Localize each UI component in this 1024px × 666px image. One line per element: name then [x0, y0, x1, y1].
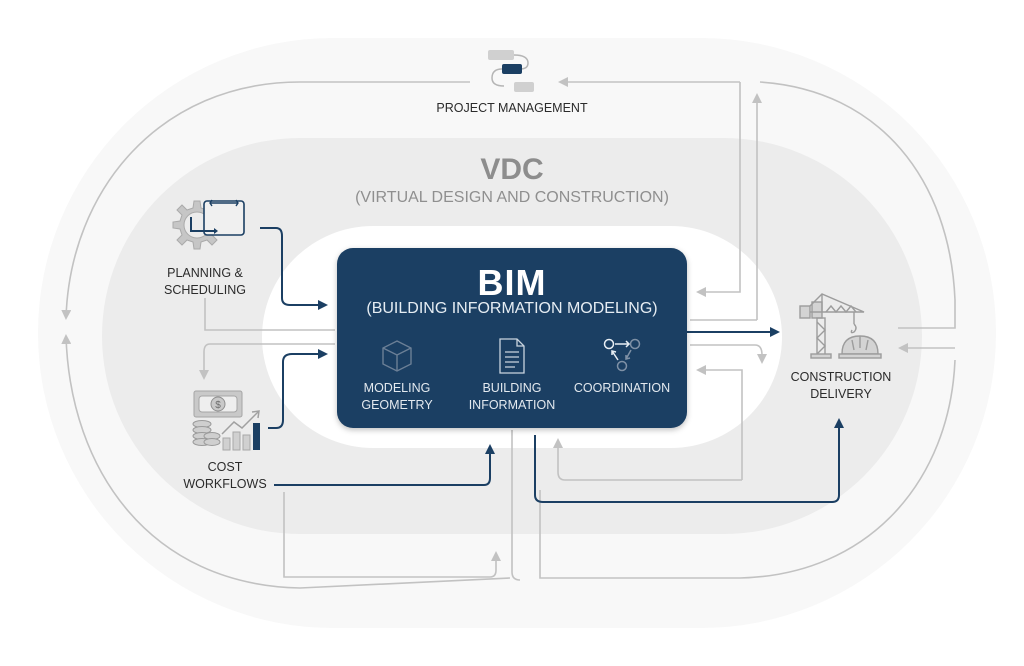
bim-bottom-down: [511, 430, 521, 581]
modeling-geometry-line2: GEOMETRY: [361, 398, 433, 412]
cost-to-bim-arrow: [268, 349, 328, 429]
document-icon: [457, 336, 567, 376]
cost-workflows-to-bim-arrow: [274, 444, 495, 486]
bim-item-coordination: COORDINATION: [567, 336, 677, 397]
modeling-geometry-line1: MODELING: [363, 381, 431, 395]
outer-loop-right-bottom: [539, 359, 956, 579]
planning-down-gray: [204, 298, 335, 331]
vdc-subtitle: (VIRTUAL DESIGN AND CONSTRUCTION): [355, 189, 669, 206]
building-information-line1: BUILDING: [482, 381, 542, 395]
construction-label-line1: CONSTRUCTION: [790, 370, 892, 384]
building-information-line2: INFORMATION: [468, 398, 556, 412]
bim-box: BIM (BUILDING INFORMATION MODELING) MODE…: [337, 248, 687, 428]
cost-workflows-label: COST WORKFLOWS: [170, 459, 280, 493]
construction-delivery-label: CONSTRUCTION DELIVERY: [776, 369, 906, 403]
project-management-label: PROJECT MANAGEMENT: [436, 101, 588, 115]
money-chart-icon: $: [190, 390, 266, 454]
planning-to-bim-arrow: [260, 227, 328, 310]
svg-text:$: $: [215, 400, 221, 411]
bim-to-cost-gray: [199, 343, 335, 380]
gear-calendar-icon: [164, 195, 248, 259]
bim-item-modeling-geometry: MODELING GEOMETRY: [342, 336, 452, 414]
cost-bottom-loop: [283, 492, 501, 578]
vdc-title: VDC: [480, 153, 544, 186]
bim-item-building-information: BUILDING INFORMATION: [457, 336, 567, 414]
cube-icon: [342, 336, 452, 376]
bim-to-delivery-bottom-loop: [534, 418, 844, 503]
bim-subtitle: (BUILDING INFORMATION MODELING): [366, 300, 658, 317]
outer-loop-top-left: [61, 81, 470, 320]
planning-label-line2: SCHEDULING: [164, 283, 246, 297]
planning-scheduling-label: PLANNING & SCHEDULING: [150, 265, 260, 299]
workflow-icon: [484, 48, 540, 96]
crane-hardhat-icon: [798, 288, 884, 362]
cost-label-line1: COST: [207, 460, 243, 474]
construction-label-line2: DELIVERY: [810, 387, 872, 401]
coordination-line1: COORDINATION: [573, 381, 671, 395]
pm-right-vertical: [696, 82, 741, 297]
bim-title: BIM: [477, 262, 547, 303]
cost-label-line2: WORKFLOWS: [183, 477, 267, 491]
outer-loop-top-right: [759, 81, 956, 329]
delivery-loop-back: [696, 365, 743, 480]
inner-return-loop: [553, 438, 742, 481]
planning-label-line1: PLANNING &: [167, 266, 243, 280]
outer-loop-bottom-left: [61, 334, 511, 589]
bim-right-lower-gray: [690, 344, 767, 364]
coordination-cycle-icon: [567, 336, 677, 376]
